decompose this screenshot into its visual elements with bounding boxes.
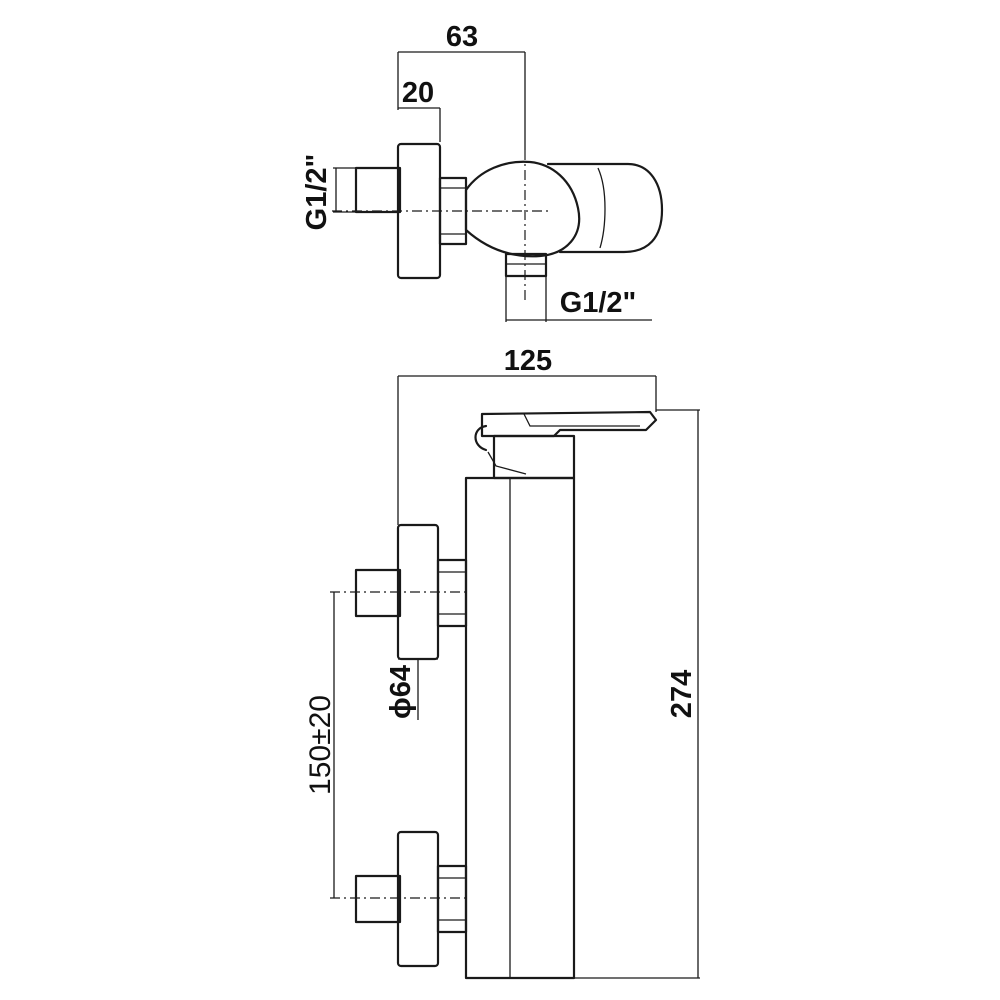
outlet-thread-label: G1/2" (560, 287, 637, 319)
side-view: 125 274 150±20 ϕ6 (304, 345, 700, 980)
dim-label-63: 63 (446, 21, 478, 53)
mixer-body (464, 160, 581, 258)
lever-head-contour (523, 413, 640, 427)
outlet-fitting (504, 252, 548, 278)
inlet-thread-label: G1/2" (301, 154, 333, 231)
dim-label-phi64: ϕ64 (385, 665, 417, 719)
dim-label-150: 150±20 (304, 695, 337, 795)
lower-hex-nut (436, 864, 468, 934)
lower-flange (396, 830, 440, 968)
mixer-body-side (464, 476, 576, 980)
dim-label-125: 125 (504, 345, 552, 377)
lower-inlet-pipe (354, 874, 402, 924)
dim-label-20: 20 (402, 77, 434, 109)
lever-handle (546, 162, 664, 254)
upper-hex-nut (436, 558, 468, 628)
lever-neck (492, 434, 576, 480)
hex-nut (438, 176, 468, 246)
top-view: 63 20 G1/2" G1/2" (301, 21, 664, 322)
lever-knob (474, 424, 488, 452)
upper-inlet-pipe (354, 568, 402, 618)
lever-head (480, 410, 658, 438)
inlet-pipe (354, 166, 402, 214)
neck-contour (487, 451, 527, 475)
lever-contour (597, 167, 606, 249)
dim-label-274: 274 (666, 670, 698, 718)
